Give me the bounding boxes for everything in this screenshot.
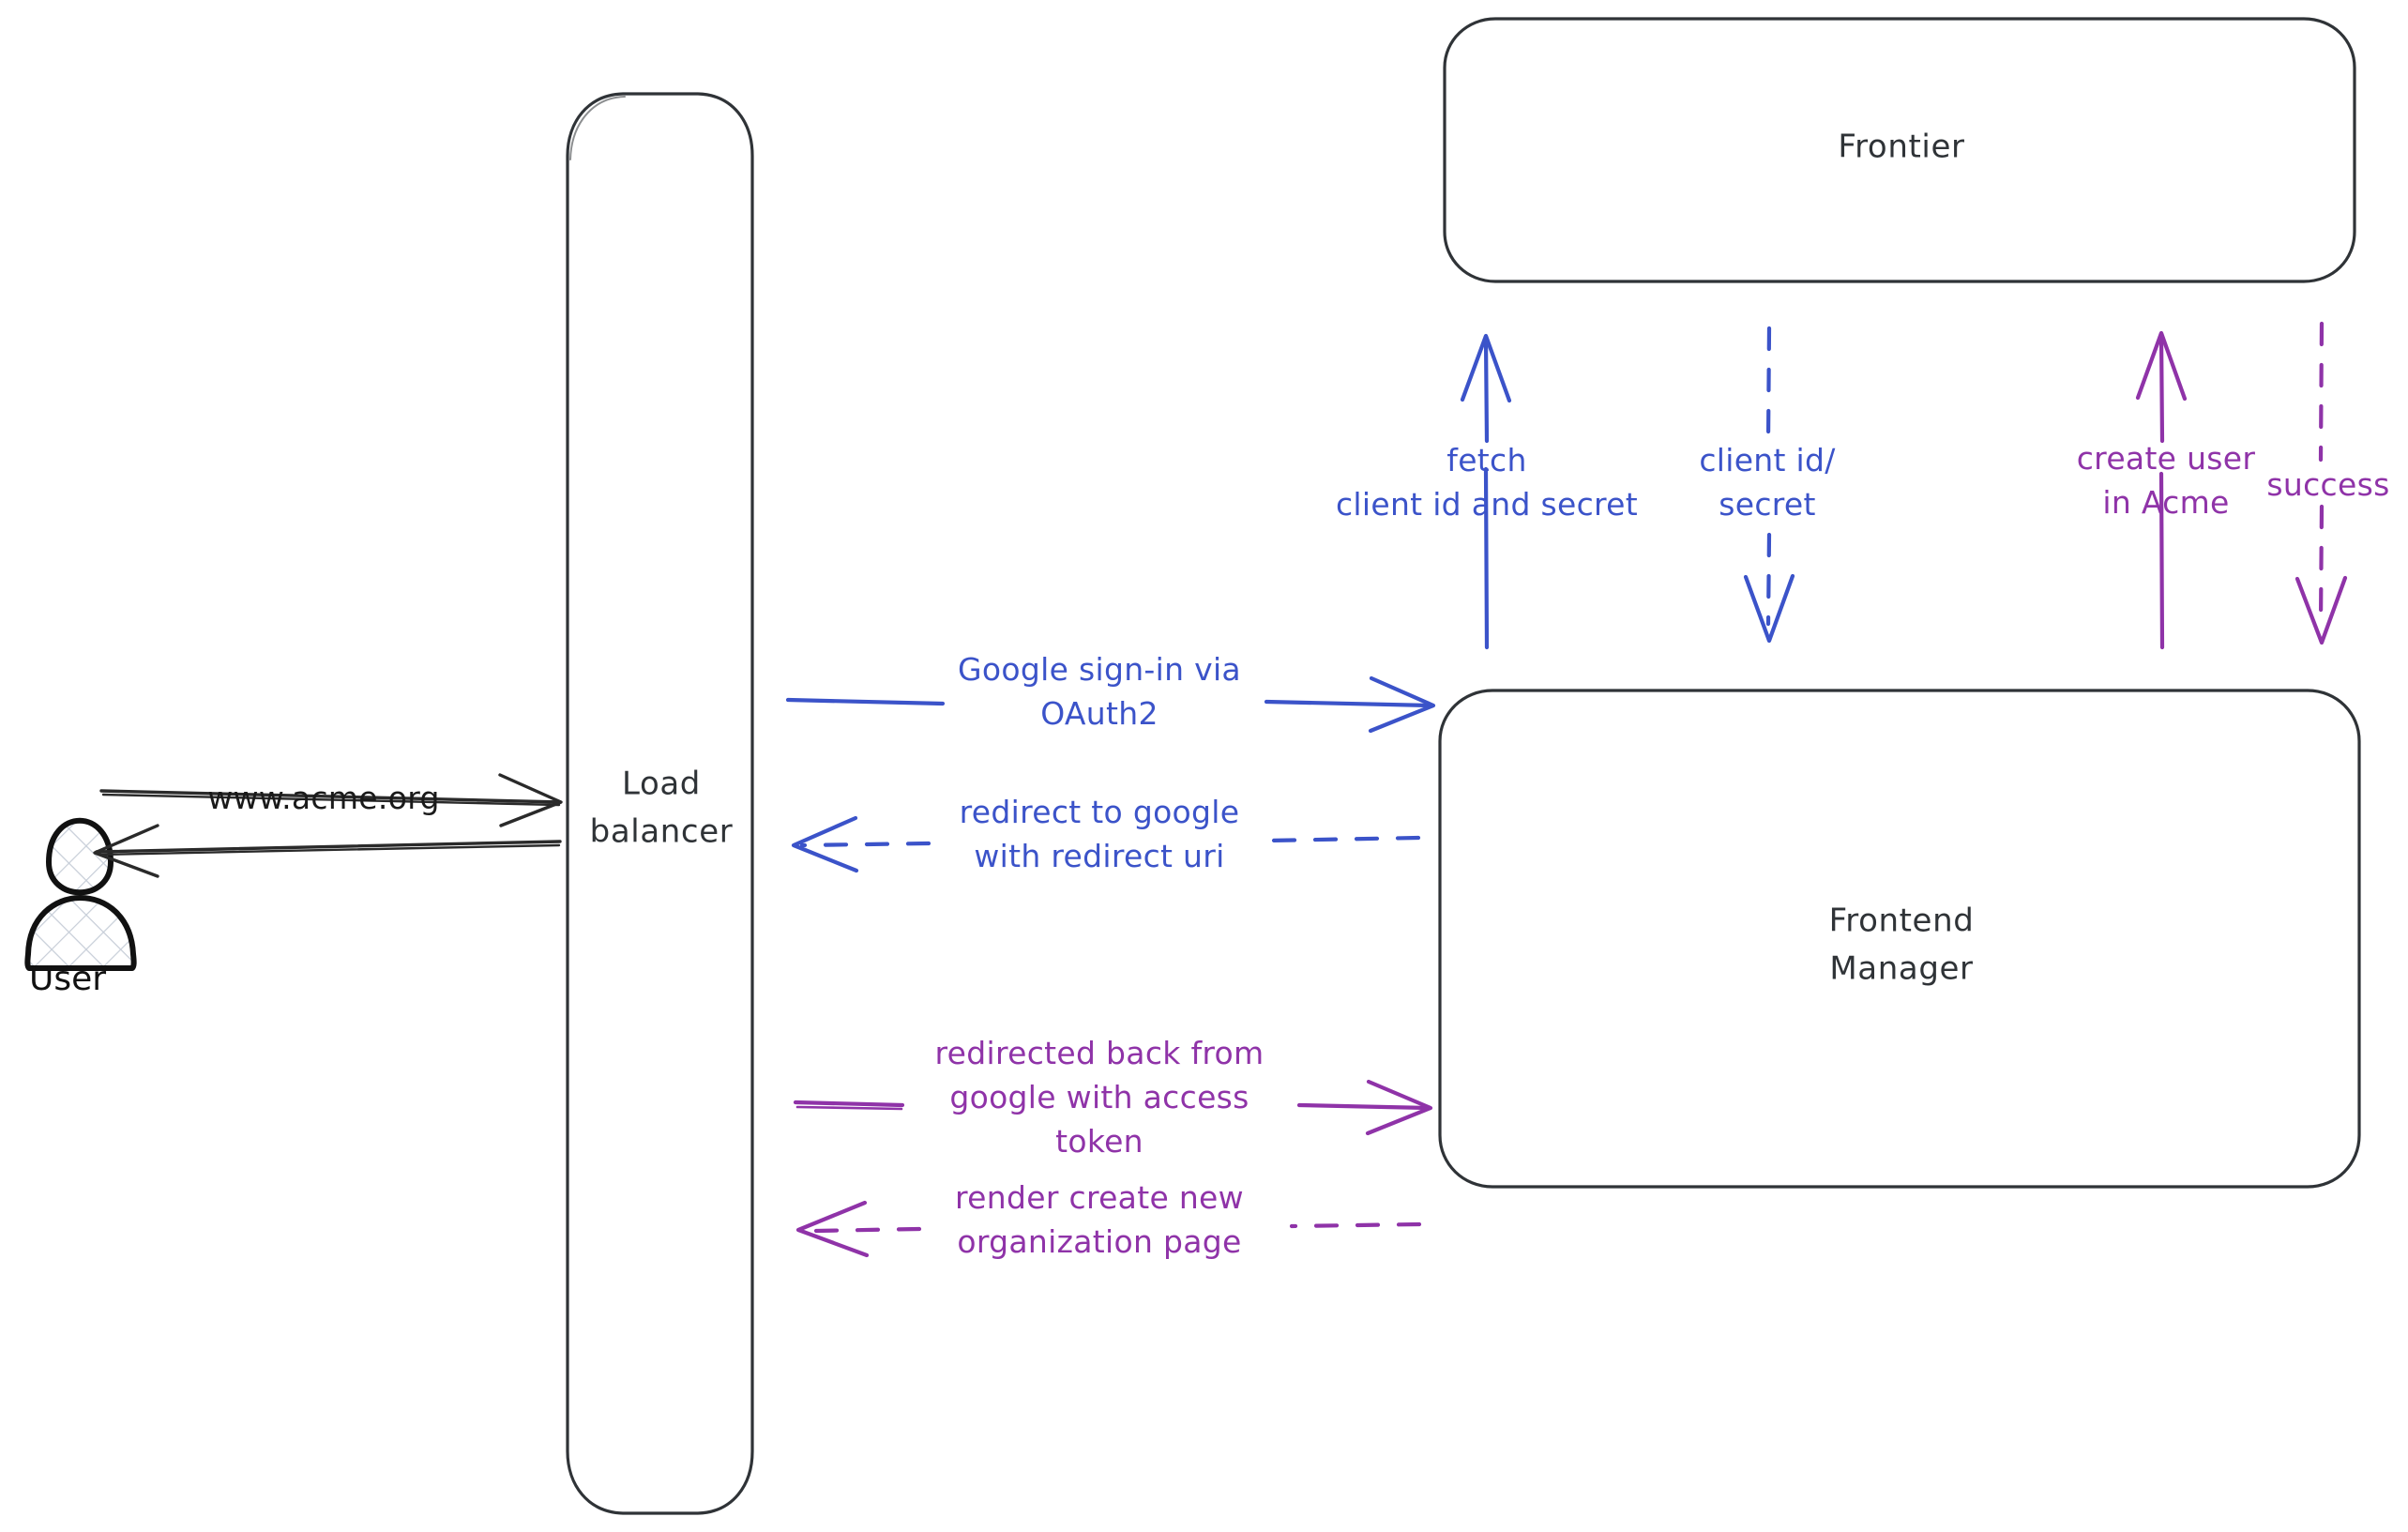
edge-label-render-org-line2: organization page (957, 1223, 1241, 1260)
load-balancer-label-line1: Load (622, 766, 701, 803)
frontier-label: Frontier (1838, 129, 1964, 166)
edge-create-user-in-acme[interactable]: create user in Acme (2077, 330, 2256, 650)
edge-redirect-to-google[interactable]: redirect to google with redirect uri (791, 794, 1421, 874)
edge-label-redirected-back-line3: token (1055, 1123, 1143, 1160)
edge-label-redirected-back-line2: google with access (949, 1079, 1249, 1115)
edge-success[interactable]: success (2266, 321, 2389, 645)
edge-label-fetch-line1: fetch (1446, 442, 1526, 478)
node-frontier[interactable]: Frontier (1443, 17, 2356, 283)
edge-render-create-organization-page[interactable]: render create new organization page (795, 1179, 1422, 1260)
edge-label-redirect-google-line1: redirect to google (960, 794, 1240, 830)
frontend-manager-label-line1: Frontend (1829, 903, 1975, 940)
user-figure-icon (24, 817, 137, 971)
edge-client-id-secret[interactable]: client id/ secret (1699, 326, 1836, 644)
edge-label-redirect-google-line2: with redirect uri (974, 838, 1224, 874)
edge-label-client-id-line2: secret (1719, 486, 1816, 523)
edge-label-client-id-line1: client id/ (1699, 442, 1836, 478)
edge-redirected-back-with-token[interactable]: redirected back from google with access … (793, 1035, 1433, 1160)
node-load-balancer[interactable]: Load balancer (566, 92, 754, 1515)
edge-label-create-user-line1: create user (2077, 440, 2256, 477)
edge-google-signin-oauth2[interactable]: Google sign-in via OAuth2 (785, 651, 1436, 734)
edge-label-google-signin-line2: OAuth2 (1040, 695, 1159, 732)
edge-label-create-user-line2: in Acme (2102, 484, 2229, 521)
edge-label-redirected-back-line1: redirected back from (935, 1035, 1265, 1071)
load-balancer-label-line2: balancer (590, 813, 734, 851)
edge-load-balancer-to-user[interactable] (93, 824, 562, 878)
node-frontend-manager[interactable]: Frontend Manager (1438, 689, 2361, 1189)
edge-label-success: success (2266, 466, 2389, 503)
edge-label-google-signin-line1: Google sign-in via (958, 651, 1241, 688)
edge-label-www-acme-org: www.acme.org (207, 780, 439, 816)
edge-fetch-client-id-and-secret[interactable]: fetch client id and secret (1336, 333, 1638, 650)
edge-user-to-load-balancer[interactable]: www.acme.org (99, 773, 563, 827)
user-label: User (29, 960, 106, 998)
edge-label-fetch-line2: client id and secret (1336, 486, 1638, 523)
actor-user[interactable]: User (24, 817, 137, 998)
edge-label-render-org-line1: render create new (955, 1179, 1244, 1216)
frontend-manager-label-line2: Manager (1829, 950, 1973, 988)
